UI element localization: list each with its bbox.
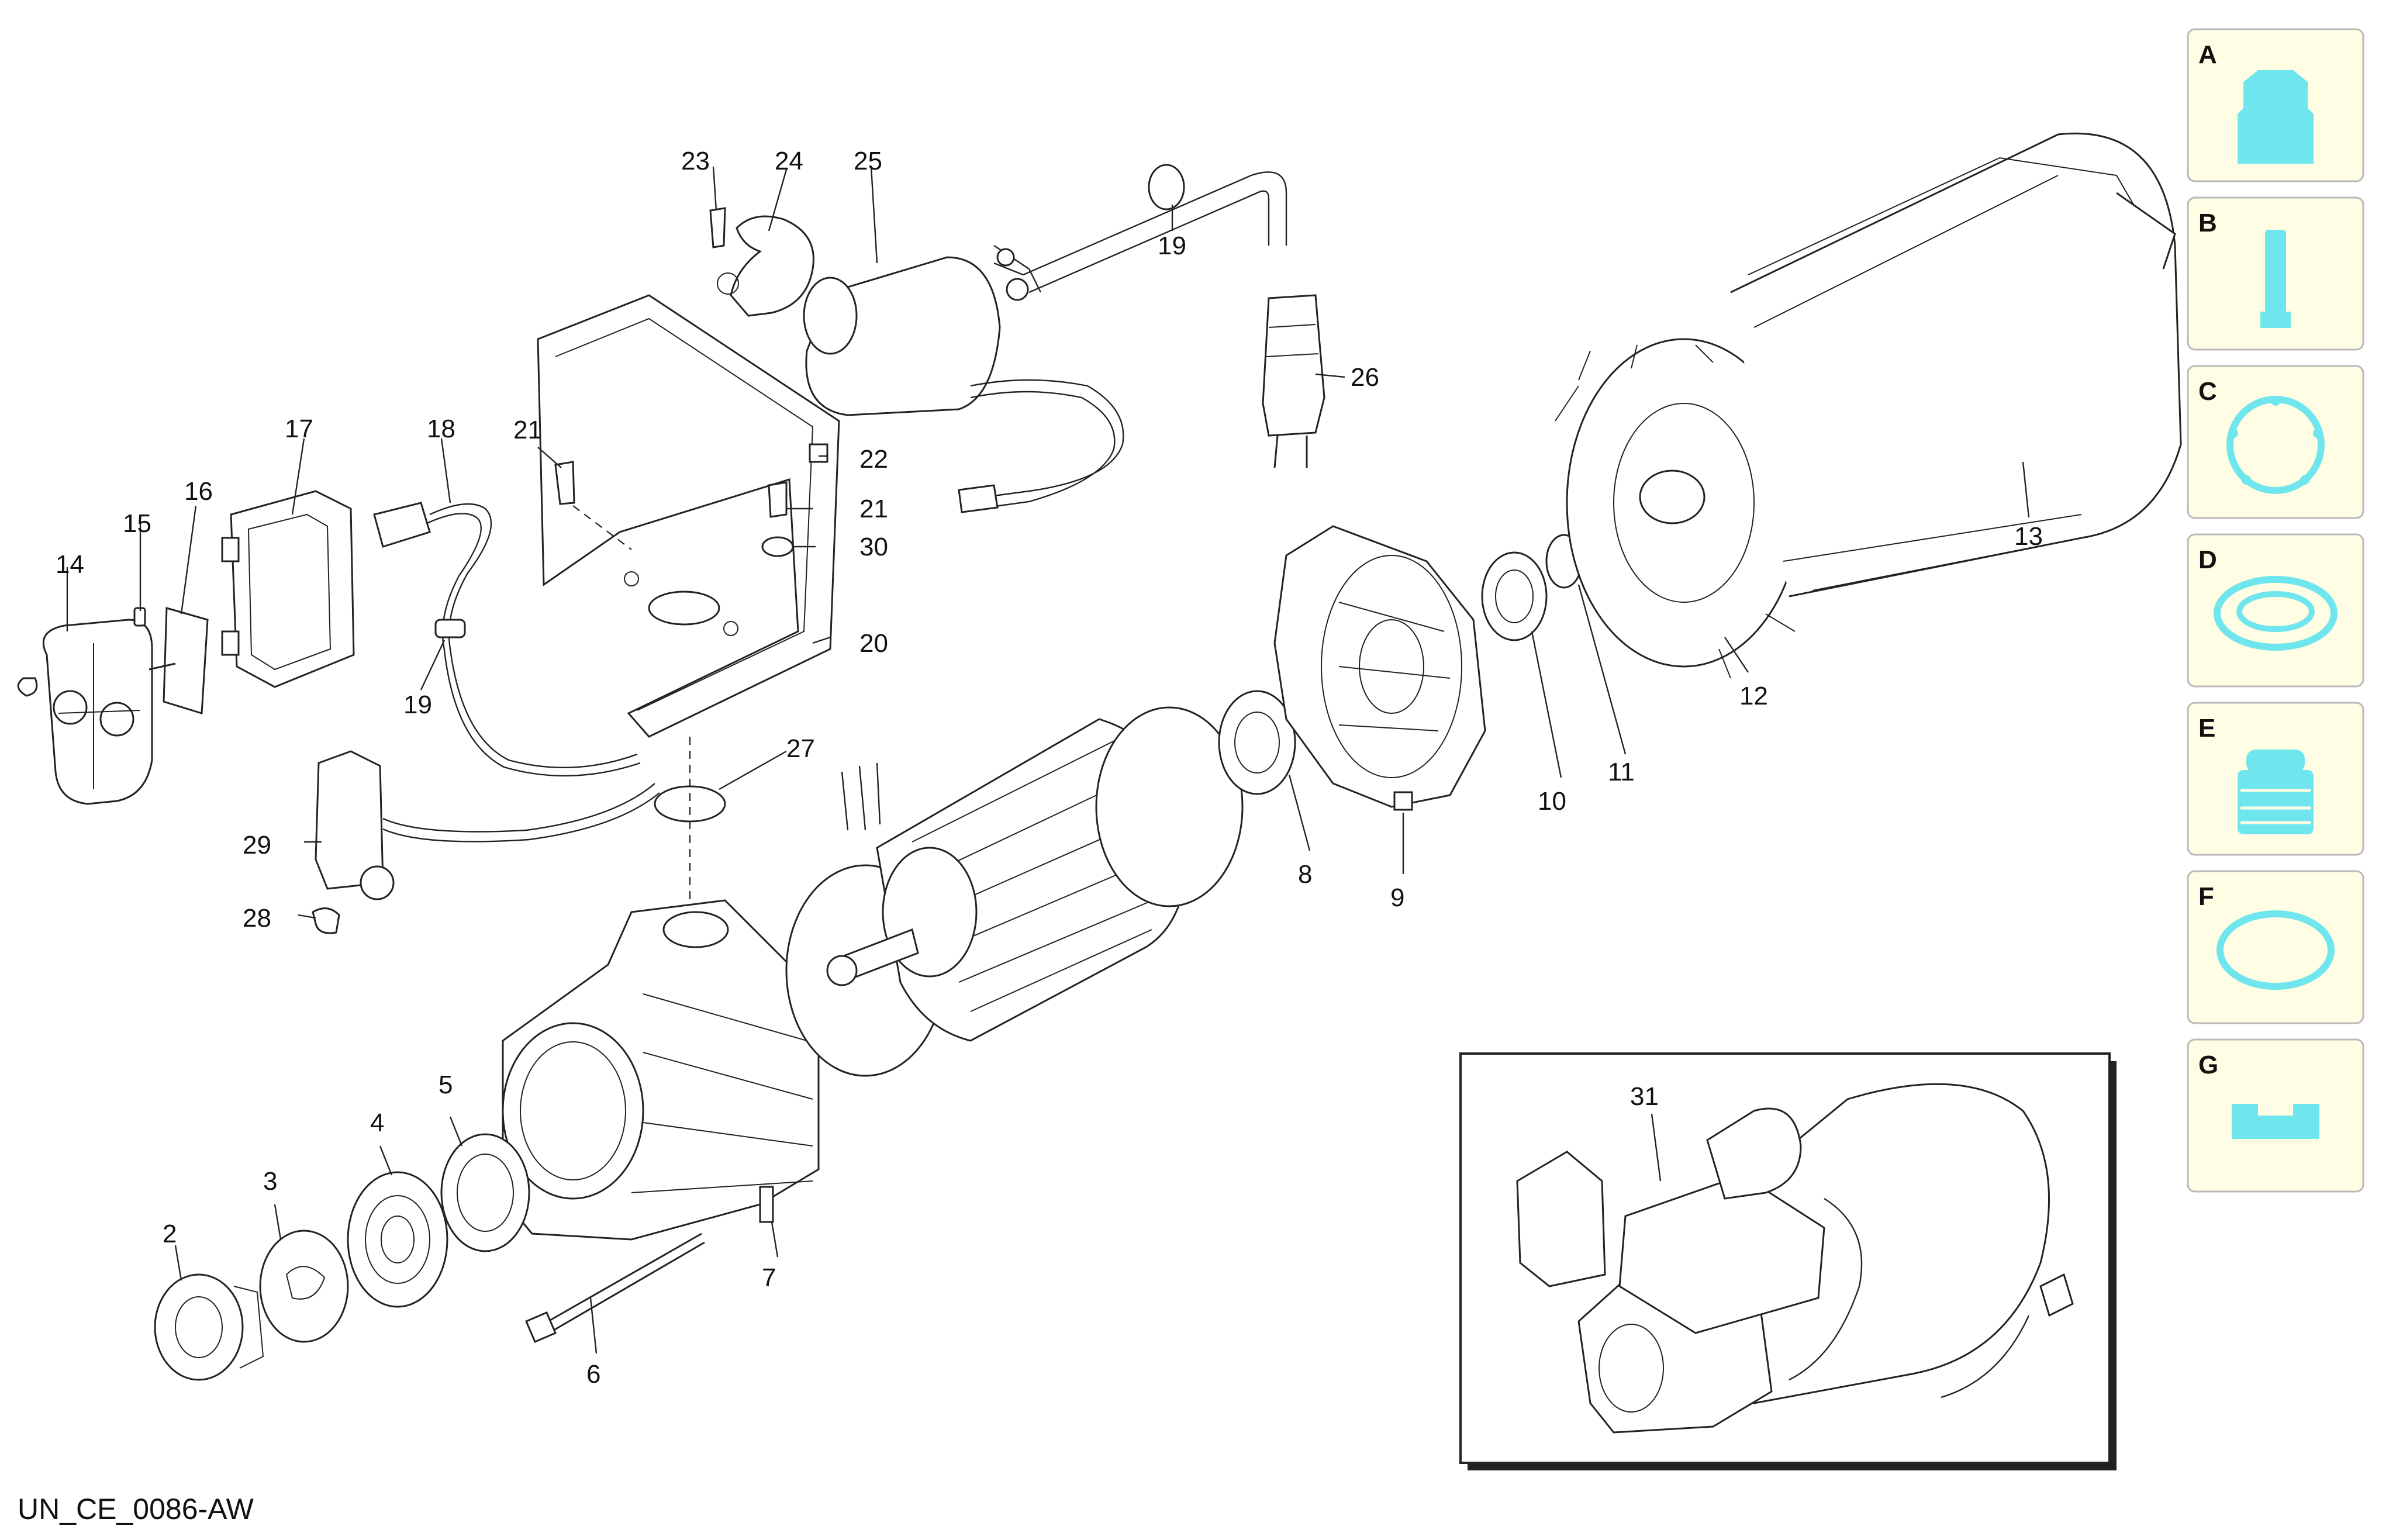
part-14-end-cover: [17, 619, 153, 805]
callout-2: 2: [163, 1220, 177, 1248]
legend-card-e[interactable]: E: [2187, 702, 2364, 856]
part-5-seal: [440, 1133, 530, 1252]
callout-21-b: 21: [859, 495, 888, 523]
part-13-motor-housing: [1730, 132, 2182, 598]
callout-11: 11: [1608, 758, 1635, 786]
assembled-view-inset: 31: [1459, 1052, 2117, 1470]
legend-card-a[interactable]: A: [2187, 28, 2364, 182]
callout-26: 26: [1351, 363, 1379, 392]
callout-4: 4: [370, 1109, 384, 1137]
callout-10: 10: [1538, 787, 1566, 816]
callout-7: 7: [762, 1263, 776, 1292]
callout-16: 16: [184, 477, 213, 506]
callout-29: 29: [243, 831, 271, 859]
callout-17: 17: [285, 415, 313, 443]
callout-14: 14: [56, 550, 84, 579]
callout-27: 27: [786, 734, 815, 763]
part-3-cam: [259, 1230, 349, 1343]
callout-6: 6: [586, 1360, 600, 1389]
part-29-terminal-box: [315, 750, 660, 900]
legend-letter-d: D: [2198, 545, 2217, 574]
gasket-icon: [2232, 1104, 2319, 1139]
part-19-cable: [993, 164, 1287, 301]
legend-card-c[interactable]: C: [2187, 365, 2364, 519]
callout-5: 5: [439, 1071, 453, 1099]
legend-letter-e: E: [2198, 714, 2215, 743]
part-4-bearing: [347, 1171, 448, 1308]
legend-letter-b: B: [2198, 209, 2217, 237]
part-stator-rotor: [785, 706, 1244, 1077]
screw-icon: [2260, 230, 2291, 328]
callout-13: 13: [2014, 522, 2043, 551]
callout-8: 8: [1298, 860, 1312, 889]
seal-icon: [2214, 576, 2338, 651]
part-17-housing: [221, 490, 355, 688]
part-7-pump-housing: [502, 899, 820, 1241]
callout-12: 12: [1739, 682, 1768, 710]
legend-card-b[interactable]: B: [2187, 196, 2364, 351]
part-27-o-ring: [654, 785, 726, 823]
legend-letter-c: C: [2198, 377, 2217, 406]
legend-letter-g: G: [2198, 1051, 2218, 1079]
part-8-bearing: [1218, 690, 1296, 795]
callout-labels: 2 3 4 5 6 7 8 9 10 11 12 13 14 15 16 17 …: [56, 147, 2043, 1389]
part-26-plug: [1262, 294, 1325, 468]
part-6-bolt: [525, 1232, 705, 1343]
callout-21: 21: [513, 416, 542, 444]
part-21-screw-a: [554, 461, 575, 505]
part-2-swash-ring: [154, 1273, 264, 1381]
callout-18: 18: [427, 415, 455, 443]
part-9-end-bell: [1273, 525, 1486, 811]
callout-15: 15: [123, 509, 151, 538]
part-16-switch: [149, 607, 209, 714]
callout-30: 30: [859, 533, 888, 561]
bellows-icon: [2238, 750, 2314, 834]
callout-28: 28: [243, 904, 271, 933]
part-21-screw-b: [768, 481, 788, 518]
parts-legend: A B C D: [2187, 28, 2364, 1193]
legend-card-f[interactable]: F: [2187, 870, 2364, 1024]
callout-19: 19: [403, 690, 432, 719]
drawing-code: UN_CE_0086-AW: [18, 1493, 254, 1525]
callout-25: 25: [854, 147, 882, 175]
o-ring-icon: [2217, 910, 2335, 990]
assembly-line-a: [572, 505, 632, 550]
part-20-bracket: [537, 294, 840, 738]
callout-9: 9: [1390, 883, 1404, 912]
legend-letter-f: F: [2198, 882, 2214, 911]
part-25-capacitor: [803, 256, 1124, 513]
callout-19-top: 19: [1158, 232, 1186, 260]
part-24-clamp: [717, 215, 814, 317]
legend-card-g[interactable]: G: [2187, 1038, 2364, 1193]
legend-card-d[interactable]: D: [2187, 533, 2364, 688]
fitting-icon: [2238, 70, 2314, 164]
callout-23: 23: [681, 147, 710, 175]
part-10-seal: [1481, 551, 1548, 641]
ring-icon: [2226, 396, 2325, 494]
legend-letter-a: A: [2198, 40, 2217, 69]
callout-22: 22: [859, 445, 888, 474]
callout-31: 31: [1630, 1082, 1659, 1111]
part-23-screw: [709, 207, 726, 248]
assembled-motor: [1516, 1083, 2074, 1434]
part-28-clip: [312, 907, 340, 934]
leader-lines: [66, 166, 2036, 1354]
callout-3: 3: [263, 1167, 277, 1196]
part-30-nut: [761, 536, 794, 557]
callout-31-leader: [1651, 1113, 1662, 1182]
callout-24: 24: [775, 147, 803, 175]
part-18-connector-cable: [373, 502, 641, 777]
callout-20: 20: [859, 629, 888, 658]
